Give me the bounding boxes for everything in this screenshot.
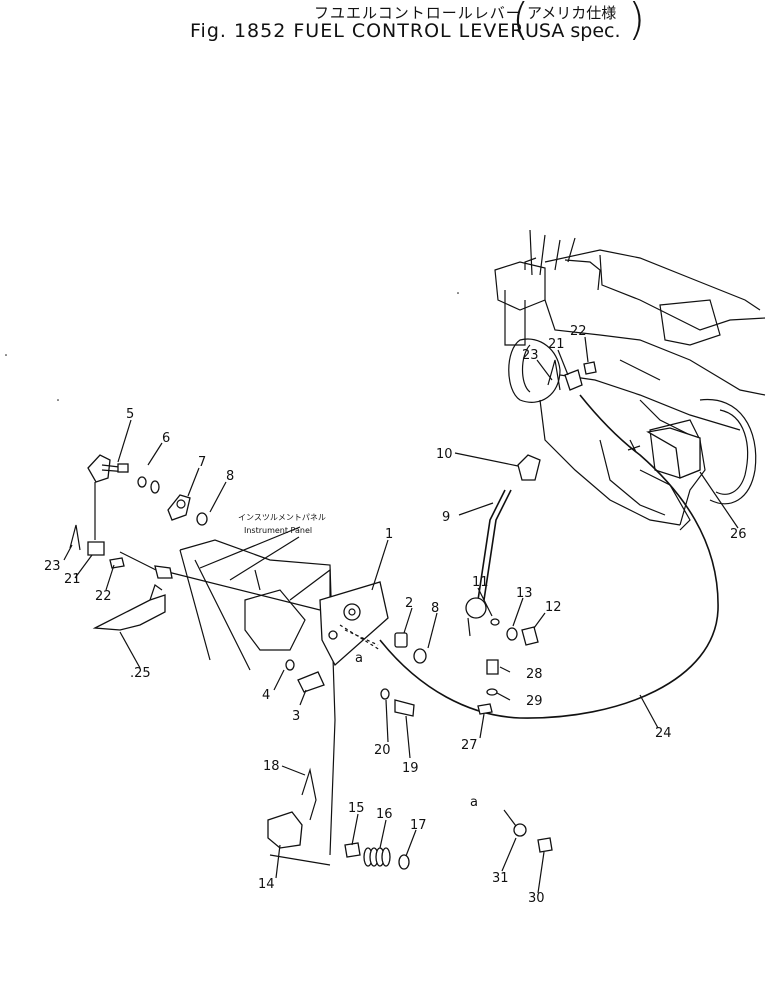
bracket-26 (646, 427, 701, 479)
part-2 (394, 632, 408, 648)
callout-10: 10 (436, 447, 453, 462)
bolt-3 (297, 671, 325, 693)
title-japanese-spec: アメリカ仕様 (527, 4, 617, 22)
bolt-28 (486, 659, 499, 675)
callout-25: .25 (130, 666, 151, 681)
bracket-14 (267, 811, 303, 849)
linkage-rod (159, 569, 321, 611)
callout-4: 4 (262, 688, 270, 703)
part-11 (490, 618, 500, 626)
nut-12 (521, 626, 539, 646)
callout-20: 20 (374, 743, 391, 758)
washer-4 (285, 659, 295, 671)
callout-22-left: 22 (95, 589, 112, 604)
part-23-right (547, 359, 561, 391)
reference-mark-a-lower: a (470, 795, 478, 810)
clip-27 (477, 703, 493, 715)
title-english: Fig. 1852 FUEL CONTROL LEVER (190, 20, 525, 42)
part-5-lever (87, 454, 129, 540)
washer-8 (196, 512, 208, 526)
callout-26: 26 (730, 527, 747, 542)
callout-27: 27 (461, 738, 478, 753)
speck (57, 399, 59, 401)
callout-6: 6 (162, 431, 170, 446)
washer-8-right (413, 648, 427, 664)
callout-3: 3 (292, 709, 300, 724)
washer-29 (486, 688, 498, 696)
spring-16 (363, 847, 391, 867)
callout-13: 13 (516, 586, 533, 601)
callout-8-right: 8 (431, 601, 439, 616)
callout-numbers: 1 2 3 4 5 6 7 8 8 9 10 11 12 13 14 15 16… (44, 324, 747, 906)
washer-31 (513, 823, 527, 837)
callout-24: 24 (655, 726, 672, 741)
callout-9: 9 (442, 510, 450, 525)
callout-11: 11 (472, 575, 489, 590)
control-cable (379, 394, 719, 719)
callout-22-right: 22 (570, 324, 587, 339)
callout-29: 29 (526, 694, 543, 709)
part-22-right (583, 361, 597, 375)
rod-joint (154, 565, 173, 579)
callout-17: 17 (410, 818, 427, 833)
callout-1: 1 (385, 527, 393, 542)
washer-17 (398, 854, 410, 870)
speck (5, 354, 7, 356)
rod-end-left (119, 551, 161, 573)
cable-fitting-upper (627, 439, 641, 453)
instrument-panel (179, 539, 336, 866)
callout-30: 30 (528, 891, 545, 906)
panel-label-english: Instrument Panel (244, 526, 312, 535)
callout-23-left: 23 (44, 559, 61, 574)
title-japanese: フユエルコントロールレバー (314, 4, 522, 22)
lever-9 (465, 454, 541, 637)
panel-label-japanese: インスツルメントパネル (238, 513, 326, 522)
washer-6a (137, 476, 147, 488)
part-22-left (109, 557, 125, 569)
callout-31: 31 (492, 871, 509, 886)
callout-28: 28 (526, 667, 543, 682)
callout-18: 18 (263, 759, 280, 774)
washer-6b (150, 480, 160, 494)
callout-8-left: 8 (226, 469, 234, 484)
washer-20 (380, 688, 390, 700)
title-english-spec: USA spec. (525, 20, 621, 42)
bracket-25-tab (149, 584, 163, 601)
bolt-19 (394, 699, 415, 717)
callout-21-left: 21 (64, 572, 81, 587)
callout-21-right: 21 (548, 337, 565, 352)
reference-mark-a-upper: a (355, 651, 363, 666)
callout-14: 14 (258, 877, 275, 892)
part-21-right (564, 369, 583, 391)
paren-open: ( (512, 0, 530, 45)
callout-7: 7 (198, 455, 206, 470)
engine-illustration (494, 229, 766, 531)
callout-12: 12 (545, 600, 562, 615)
bracket-1 (319, 581, 389, 667)
paren-close: ) (628, 0, 646, 45)
nut-30 (537, 837, 553, 853)
speck (457, 292, 459, 294)
part-7-hole (176, 499, 186, 509)
part-23-left (69, 524, 81, 551)
pin-15 (344, 842, 361, 858)
part-18 (301, 767, 317, 821)
callout-15: 15 (348, 801, 365, 816)
callout-5: 5 (126, 407, 134, 422)
part-21-left (87, 541, 105, 556)
callout-19: 19 (402, 761, 419, 776)
callout-16: 16 (376, 807, 393, 822)
washer-13 (506, 627, 518, 641)
callout-2: 2 (405, 596, 413, 611)
callout-23-right: 23 (522, 348, 539, 363)
leader-lines (63, 336, 739, 894)
